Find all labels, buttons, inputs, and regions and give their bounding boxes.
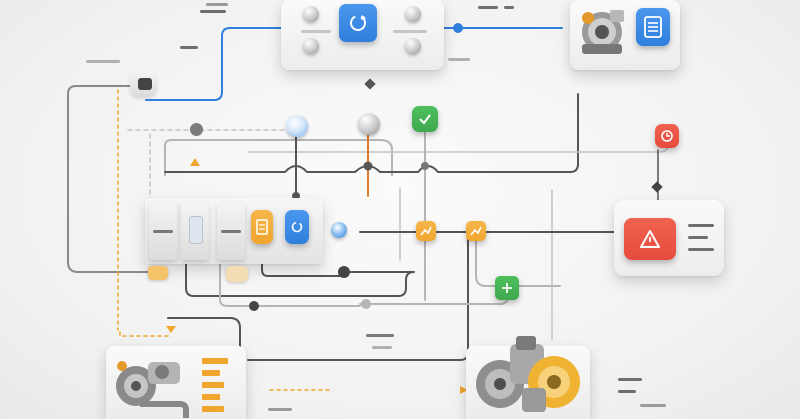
orange-document-tile[interactable]: [251, 210, 273, 244]
orange-chip[interactable]: [148, 266, 168, 280]
clock-icon: [661, 130, 673, 142]
document-list-tile[interactable]: [636, 8, 670, 46]
junction-dot: [249, 301, 259, 311]
wire-lower-6: [359, 295, 509, 305]
orange-junction-tile[interactable]: [466, 221, 486, 241]
text-line: [688, 248, 714, 251]
switch-slot[interactable]: [217, 202, 245, 260]
text-line: [206, 3, 228, 6]
chart-icon: [420, 226, 432, 236]
wire-dashed-top: [127, 129, 301, 211]
arrow-left-down: [166, 326, 176, 333]
arrow-bottom: [460, 386, 468, 394]
junction-dot: [338, 266, 350, 278]
wire-blue-top: [145, 27, 283, 101]
text-line: [448, 58, 470, 61]
knob[interactable]: [405, 6, 421, 22]
check-icon: [419, 114, 431, 125]
switch-slot[interactable]: [181, 202, 209, 260]
text-line: [180, 46, 198, 49]
sync-icon: [350, 15, 366, 31]
wire-left-loop: [67, 85, 151, 273]
sync-icon: [291, 221, 303, 233]
bottom-left-machine-card[interactable]: [106, 346, 246, 419]
top-sync-tile[interactable]: [339, 4, 377, 42]
wire-lower-3: [219, 261, 361, 307]
arrow-up-orange: [190, 158, 200, 166]
junction-dot: [421, 162, 429, 170]
text-line: [688, 224, 714, 227]
orange-label-bar: [202, 358, 228, 364]
check-tile[interactable]: [412, 106, 438, 132]
blue-sync-tile[interactable]: [285, 210, 309, 244]
bottom-machine-card[interactable]: [466, 336, 590, 419]
orange-chip[interactable]: [226, 266, 248, 282]
blue-node[interactable]: [286, 115, 308, 137]
text-line: [640, 404, 666, 407]
gear-machine-icon: [582, 10, 624, 54]
switch-slot[interactable]: [149, 202, 177, 260]
text-line: [478, 6, 498, 9]
plus-tile[interactable]: [495, 276, 519, 300]
text-line: [688, 236, 708, 239]
orange-junction-tile[interactable]: [416, 221, 436, 241]
toggle-switch[interactable]: [130, 72, 156, 96]
wire-main-1: [164, 139, 393, 176]
wire-dashed-bottom: [119, 331, 331, 391]
text-line: [86, 60, 120, 63]
divider-line: [301, 30, 331, 33]
wire-lower-4: [167, 317, 241, 351]
text-line: [504, 6, 514, 9]
orange-label-bar: [202, 406, 224, 412]
left-control-panel[interactable]: [145, 198, 323, 264]
right-warning-card[interactable]: [614, 200, 724, 276]
grey-node[interactable]: [358, 113, 380, 135]
document-icon: [256, 219, 268, 235]
document-list-icon: [644, 16, 662, 38]
plus-icon: [502, 283, 512, 293]
node-dot[interactable]: [190, 123, 203, 136]
wire-lower-2: [261, 261, 345, 277]
text-line: [268, 408, 292, 411]
text-line: [618, 390, 636, 393]
text-line: [200, 10, 226, 13]
wire-lower-7: [475, 231, 561, 287]
junction-dot: [453, 23, 463, 33]
wire-main-3: [247, 143, 669, 153]
text-line: [372, 346, 392, 349]
junction-dot: [363, 161, 373, 171]
orange-label-bar: [202, 382, 224, 388]
top-control-card[interactable]: [281, 0, 444, 70]
text-line: [618, 378, 642, 381]
knob[interactable]: [303, 6, 319, 22]
orange-label-bar: [202, 370, 220, 376]
orange-label-bar: [202, 394, 220, 400]
alert-tile[interactable]: [655, 124, 679, 148]
warning-tile[interactable]: [624, 218, 676, 260]
knob[interactable]: [405, 38, 421, 54]
warning-icon: [640, 230, 660, 248]
top-right-machine-card[interactable]: [570, 0, 680, 70]
blue-node[interactable]: [331, 222, 347, 238]
wire-main-2: [164, 93, 579, 173]
wire-lower-1: [185, 261, 415, 297]
gear-machine-icon: [116, 361, 189, 418]
divider-line: [393, 30, 427, 33]
knob[interactable]: [303, 38, 319, 54]
junction-dot: [361, 299, 371, 309]
gear-engine-icon: [476, 336, 580, 412]
text-line: [366, 334, 394, 337]
chart-icon: [470, 226, 482, 236]
